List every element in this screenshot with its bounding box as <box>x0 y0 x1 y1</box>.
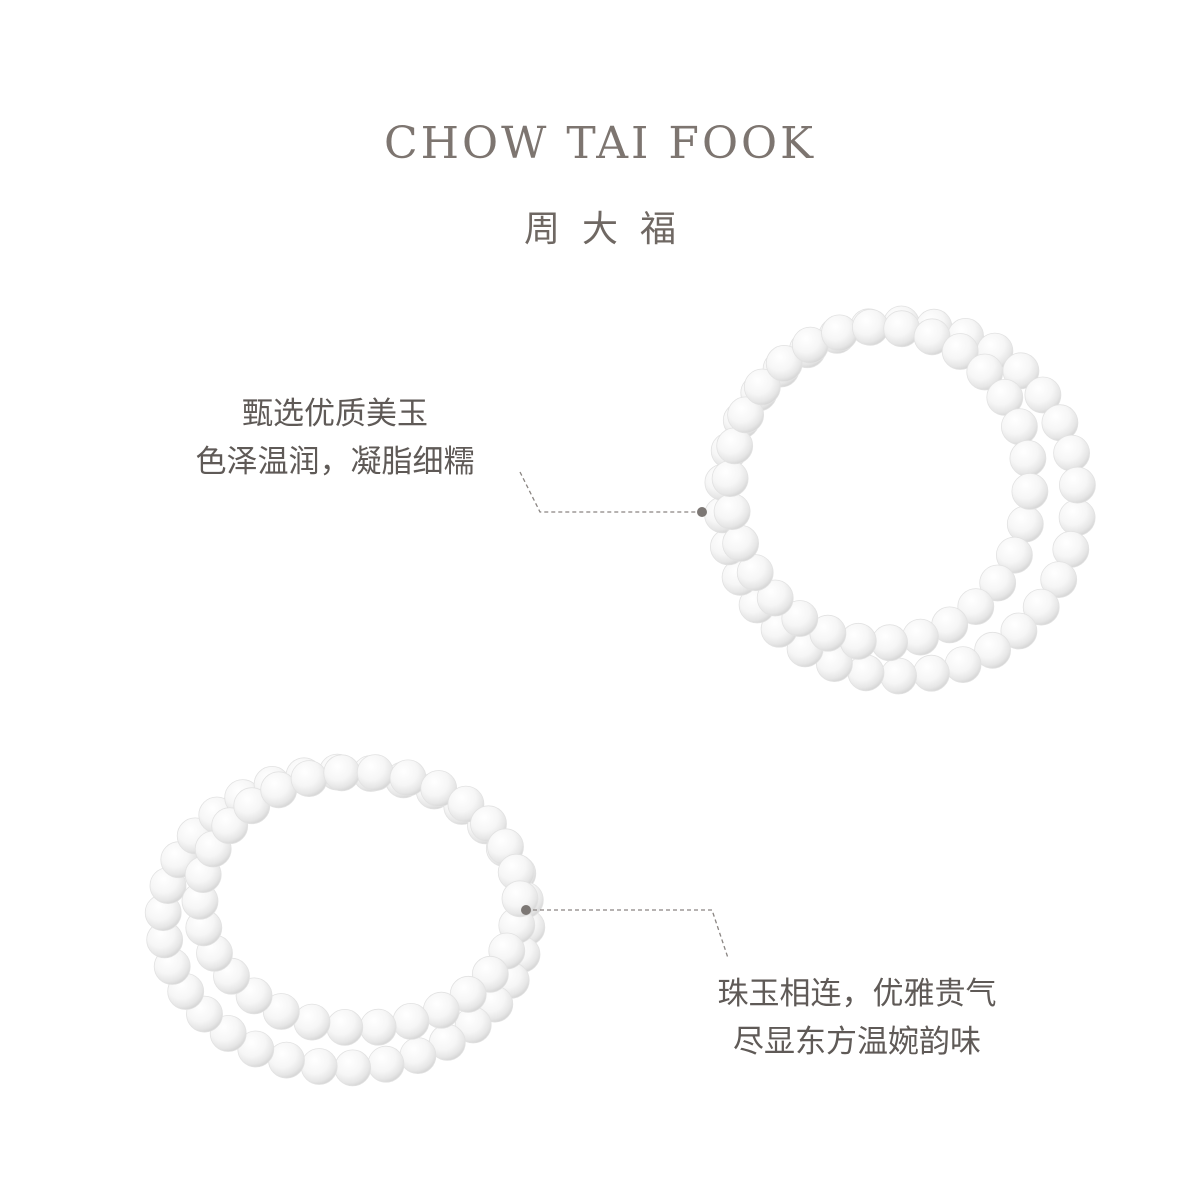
bead <box>392 1003 430 1040</box>
bracelet-image-top <box>704 305 1096 695</box>
bead <box>1022 588 1060 626</box>
bead <box>974 631 1011 669</box>
bead <box>902 618 939 656</box>
bead <box>979 564 1017 602</box>
bead <box>852 308 889 346</box>
bead <box>880 657 917 695</box>
bead <box>986 378 1024 416</box>
bead <box>743 368 781 406</box>
bracelet-image-bottom <box>144 753 546 1087</box>
bead <box>1059 466 1096 504</box>
brand-name-english: CHOW TAI FOOK <box>384 118 816 169</box>
bead <box>356 754 394 791</box>
bead <box>722 525 759 562</box>
bead <box>367 1045 405 1083</box>
bead <box>1006 505 1044 543</box>
bead <box>1001 408 1038 446</box>
bead <box>821 314 858 352</box>
bead <box>996 536 1033 574</box>
feature-caption-bottom-line2: 尽显东方温婉韵味 <box>733 1024 981 1060</box>
bead <box>326 1009 364 1046</box>
bead <box>781 600 819 637</box>
bead <box>966 353 1004 391</box>
callout-dot-bottom <box>521 905 531 915</box>
callout-dot-top <box>697 507 707 517</box>
bead <box>399 1037 437 1074</box>
bead <box>359 1008 397 1046</box>
bead <box>300 1048 338 1085</box>
bead <box>756 579 794 617</box>
bead <box>1053 434 1090 472</box>
bead <box>713 493 751 531</box>
bead <box>1040 561 1078 598</box>
feature-caption-top: 甄选优质美玉 色泽温润，凝脂细糯 <box>150 390 520 486</box>
bead <box>334 1049 372 1087</box>
bead <box>1000 612 1038 650</box>
bead <box>736 554 774 591</box>
feature-caption-top-line1: 甄选优质美玉 <box>242 396 428 432</box>
bead <box>1011 472 1049 510</box>
bead <box>957 588 995 625</box>
bead <box>941 333 979 370</box>
feature-caption-bottom: 珠玉相连，优雅贵气 尽显东方温婉韵味 <box>672 970 1042 1066</box>
callout-line-bottom <box>521 905 729 959</box>
bead <box>944 646 982 683</box>
bead <box>290 760 328 797</box>
bead <box>716 427 754 465</box>
bead <box>871 624 908 662</box>
bead <box>727 396 764 434</box>
callout-line-top <box>519 471 707 517</box>
feature-caption-top-line2: 色泽温润，凝脂细糯 <box>195 444 475 480</box>
bead <box>913 654 950 692</box>
bead <box>847 654 885 692</box>
feature-caption-bottom-line1: 珠玉相连，优雅贵气 <box>717 976 997 1012</box>
bead <box>1024 376 1062 414</box>
bead <box>711 460 749 498</box>
bead <box>1009 439 1047 477</box>
bead <box>501 880 539 918</box>
brand-name-chinese: 周大福 <box>523 209 698 250</box>
bead <box>323 754 361 792</box>
bead <box>1058 499 1096 536</box>
bead <box>765 344 803 382</box>
